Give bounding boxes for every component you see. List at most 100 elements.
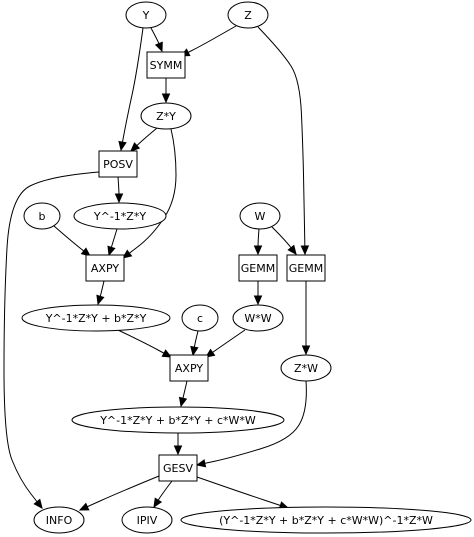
variable-node-b: b bbox=[23, 202, 61, 230]
edge-line bbox=[180, 25, 237, 57]
edge-line bbox=[122, 128, 177, 259]
edge-arrowhead bbox=[154, 41, 163, 53]
variable-node-ipiv: IPIV bbox=[121, 506, 173, 534]
edge-gemm1-to-ww bbox=[253, 280, 263, 306]
ellipse-shape bbox=[71, 406, 285, 434]
edge-zy-to-posv bbox=[130, 127, 158, 152]
edge-arrowhead bbox=[161, 349, 173, 358]
edge-posv-to-yinvzy bbox=[114, 176, 124, 204]
edge-axpy1-to-yinvzy_bzy bbox=[96, 280, 105, 306]
edge-line bbox=[196, 476, 289, 509]
edge-y-to-symm bbox=[150, 27, 163, 53]
edge-arrowhead bbox=[287, 244, 297, 255]
node-label: b bbox=[39, 210, 46, 223]
node-label: W*W bbox=[244, 312, 271, 325]
ellipse-shape bbox=[180, 506, 472, 534]
box-shape bbox=[146, 51, 186, 79]
edge-arrowhead bbox=[253, 295, 263, 306]
ellipse-shape bbox=[121, 506, 173, 534]
edge-arrowhead bbox=[178, 396, 188, 408]
node-label: Z*Y bbox=[156, 110, 176, 123]
edge-arrowhead bbox=[78, 502, 90, 511]
edge-arrowhead bbox=[301, 345, 311, 356]
edge-yinvzy-to-axpy1 bbox=[107, 228, 118, 257]
box-shape bbox=[286, 254, 326, 282]
variable-node-z: Z bbox=[227, 1, 269, 29]
node-label: Y^-1*Z*Y + b*Z*Y bbox=[45, 312, 147, 325]
ellipse-shape bbox=[33, 506, 85, 534]
node-label: (Y^-1*Z*Y + b*Z*Y + c*W*W)^-1*Z*W bbox=[219, 514, 433, 527]
node-label: INFO bbox=[46, 514, 73, 527]
ellipse-shape bbox=[232, 304, 284, 332]
ellipse-shape bbox=[140, 102, 192, 130]
edge-arrowhead bbox=[161, 93, 171, 104]
edge-line bbox=[120, 27, 144, 151]
edge-zy-to-axpy1 bbox=[122, 128, 177, 259]
edge-sum3-to-gesv bbox=[173, 433, 183, 456]
box-shape bbox=[238, 254, 278, 282]
edge-line bbox=[3, 171, 100, 509]
variable-node-c: c bbox=[181, 304, 219, 332]
edge-arrowhead bbox=[195, 459, 207, 468]
node-label: Y^-1*Z*Y bbox=[93, 210, 146, 223]
edge-line bbox=[271, 226, 297, 255]
edge-arrowhead bbox=[107, 245, 116, 257]
edge-axpy2-to-sum3 bbox=[178, 380, 188, 408]
edge-gesv-to-result bbox=[196, 476, 290, 510]
edge-arrowhead bbox=[173, 445, 183, 456]
edge-arrowhead bbox=[153, 497, 163, 509]
node-label: GESV bbox=[163, 462, 193, 475]
edge-gesv-to-ipiv bbox=[153, 480, 173, 509]
node-label: Z bbox=[244, 9, 252, 22]
node-label: AXPY bbox=[91, 262, 119, 275]
node-label: SYMM bbox=[150, 59, 183, 72]
operation-node-axpy2: AXPY bbox=[169, 354, 209, 382]
variable-node-info: INFO bbox=[33, 506, 85, 534]
edge-zw-to-gesv bbox=[195, 380, 307, 468]
node-label: IPIV bbox=[137, 514, 158, 527]
edge-arrowhead bbox=[118, 140, 127, 152]
edge-arrowhead bbox=[130, 142, 141, 152]
operation-node-gemm2: GEMM bbox=[286, 254, 326, 282]
box-shape bbox=[85, 254, 125, 282]
edge-arrowhead bbox=[114, 193, 124, 204]
edge-posv-to-info bbox=[3, 171, 100, 509]
edge-line bbox=[196, 380, 307, 466]
node-label: Z*W bbox=[294, 362, 318, 375]
edge-b-to-axpy1 bbox=[53, 225, 91, 257]
box-shape bbox=[158, 454, 198, 482]
edge-w-to-gemm1 bbox=[253, 228, 263, 256]
edge-line bbox=[130, 127, 158, 152]
ellipse-shape bbox=[280, 354, 332, 382]
edge-line bbox=[205, 329, 246, 358]
box-shape bbox=[98, 150, 138, 178]
edge-z-to-symm bbox=[179, 25, 237, 57]
edge-gemm2-to-zw bbox=[301, 281, 311, 356]
edge-y-to-posv bbox=[118, 27, 144, 152]
edge-arrowhead bbox=[190, 345, 199, 357]
operation-node-gemm1: GEMM bbox=[238, 254, 278, 282]
edge-line bbox=[79, 475, 160, 511]
variable-node-yinvzy-bzy: Y^-1*Z*Y + b*Z*Y bbox=[21, 304, 171, 332]
node-label: GEMM bbox=[241, 262, 275, 275]
variable-node-zw: Z*W bbox=[280, 354, 332, 382]
ellipse-shape bbox=[23, 202, 61, 230]
edge-arrowhead bbox=[300, 245, 310, 256]
edge-arrowhead bbox=[96, 294, 105, 306]
ellipse-shape bbox=[227, 1, 269, 29]
edge-c-to-axpy2 bbox=[190, 330, 199, 357]
variable-node-y: Y bbox=[125, 1, 167, 29]
ellipse-shape bbox=[21, 304, 171, 332]
edge-arrowhead bbox=[33, 498, 43, 509]
variable-node-ww: W*W bbox=[232, 304, 284, 332]
operation-node-posv: POSV bbox=[98, 150, 138, 178]
node-label: Y^-1*Z*Y + b*Z*Y + c*W*W bbox=[99, 414, 256, 427]
node-label: AXPY bbox=[175, 362, 203, 375]
variable-node-yinvzy: Y^-1*Z*Y bbox=[73, 202, 167, 230]
edge-z-to-gemm2 bbox=[257, 26, 310, 256]
edges-layer bbox=[3, 25, 311, 511]
edge-symm-to-zy bbox=[161, 78, 171, 104]
node-label: POSV bbox=[103, 158, 133, 171]
ellipse-shape bbox=[181, 304, 219, 332]
